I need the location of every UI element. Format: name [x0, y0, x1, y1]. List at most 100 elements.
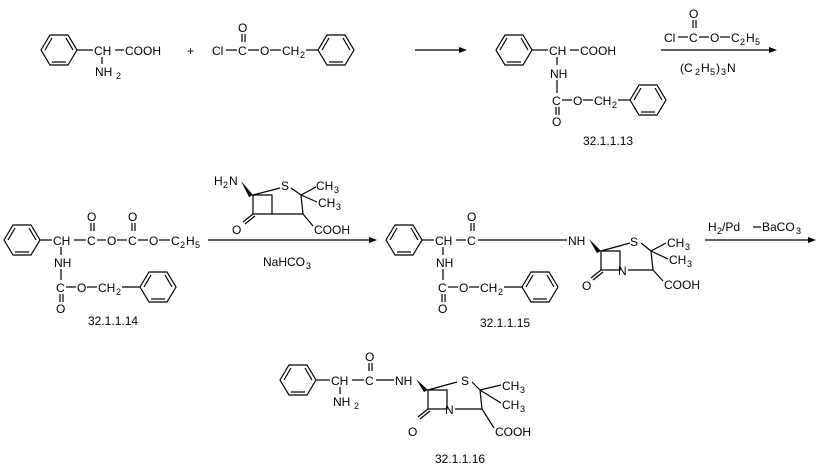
- nh-label: NH: [550, 67, 567, 81]
- ch-label: CH: [94, 44, 111, 58]
- s-label: S: [461, 374, 469, 388]
- reagent-ethyl-chloroformate: Cl C O O C 2 H 5: [664, 7, 760, 47]
- cooh-label: COOH: [664, 278, 700, 292]
- compound-label: 32.1.1.14: [88, 314, 138, 328]
- benzene-ring: [521, 271, 559, 303]
- compound-32-1-1-16: CH C O NH O N S CH 3 CH 3 COOH NH 2 32.1…: [279, 350, 531, 466]
- svg-text:H: H: [214, 174, 223, 188]
- c2h5-subscript: 5: [755, 37, 760, 47]
- n-label: N: [445, 403, 454, 417]
- svg-text:5: 5: [710, 67, 715, 77]
- benzene-ring: [385, 224, 423, 256]
- svg-text:3: 3: [306, 261, 311, 271]
- reagent-hydrogenolysis: H 2 /Pd BaCO 3: [708, 220, 801, 236]
- svg-text:NaHCO: NaHCO: [263, 255, 305, 269]
- svg-text:CH: CH: [316, 179, 333, 193]
- o-label: O: [573, 94, 582, 108]
- svg-text:H: H: [701, 61, 710, 75]
- svg-text:3: 3: [334, 185, 339, 195]
- svg-text:CH: CH: [667, 236, 684, 250]
- ch2-label: CH: [282, 44, 299, 58]
- ch-label: CH: [549, 44, 566, 58]
- plus-sign: +: [187, 44, 194, 58]
- phenylglycine: CH COOH NH 2: [40, 34, 161, 81]
- s-label: S: [281, 179, 289, 193]
- cooh-label: COOH: [125, 44, 161, 58]
- svg-text:H: H: [708, 220, 717, 234]
- o-label: O: [232, 223, 241, 237]
- o-label: O: [438, 302, 447, 316]
- c-label: C: [552, 94, 561, 108]
- svg-text:N: N: [229, 174, 238, 188]
- compound-32-1-1-14: CH C O O C O O C 2 H 5 NH C O O CH 2: [3, 210, 200, 328]
- o-label: O: [467, 210, 476, 224]
- svg-text:CH: CH: [502, 379, 519, 393]
- cooh-label: COOH: [580, 44, 616, 58]
- reagent-6-apa: H 2 N O S CH 3 CH 3 COOH: [214, 174, 350, 237]
- svg-text:3: 3: [721, 67, 726, 77]
- compound-label: 32.1.1.13: [583, 134, 633, 148]
- o-label: O: [238, 21, 247, 35]
- o-label: O: [552, 115, 561, 129]
- ch-label: CH: [53, 234, 70, 248]
- c2h5-subscript: 5: [195, 240, 200, 250]
- svg-text:/Pd: /Pd: [722, 220, 740, 234]
- c-label: C: [238, 44, 247, 58]
- c2h5-label: H: [746, 31, 755, 45]
- c2h5-label: C: [731, 31, 740, 45]
- svg-text:3: 3: [520, 385, 525, 395]
- benzene-ring: [495, 34, 533, 66]
- nh-label: NH: [568, 234, 585, 248]
- o-label: O: [689, 7, 698, 21]
- o-label: O: [408, 425, 417, 439]
- svg-text:2: 2: [695, 67, 700, 77]
- o-label: O: [128, 210, 137, 224]
- nh-label: NH: [395, 374, 412, 388]
- cooh-label: COOH: [314, 223, 350, 237]
- o-label: O: [56, 302, 65, 316]
- benzene-ring: [317, 34, 355, 66]
- ch2-subscript: 2: [116, 287, 121, 297]
- c-label: C: [128, 234, 137, 248]
- c2h5-subscript: 2: [180, 240, 185, 250]
- o-label: O: [260, 44, 269, 58]
- benzyl-chloroformate: Cl C O O CH 2: [212, 21, 355, 66]
- svg-text:BaCO: BaCO: [762, 220, 795, 234]
- svg-text:3: 3: [796, 226, 801, 236]
- svg-text:CH: CH: [669, 253, 686, 267]
- svg-text:2: 2: [717, 226, 722, 236]
- svg-text:3: 3: [336, 202, 341, 212]
- compound-label: 32.1.1.15: [480, 316, 530, 330]
- o-label: O: [149, 234, 158, 248]
- o-label: O: [87, 210, 96, 224]
- svg-text:3: 3: [520, 404, 525, 414]
- c-label: C: [87, 234, 96, 248]
- ch2-label: CH: [480, 281, 497, 295]
- nh2-subscript: 2: [354, 401, 359, 411]
- nh-label: NH: [436, 256, 453, 270]
- ch2-subscript: 2: [498, 287, 503, 297]
- ch2-label: CH: [98, 281, 115, 295]
- o-label: O: [582, 279, 591, 293]
- o-label: O: [77, 281, 86, 295]
- o-label: O: [365, 350, 374, 364]
- benzene-ring: [40, 34, 78, 66]
- cl-label: Cl: [664, 31, 675, 45]
- nh2-label: NH: [95, 65, 112, 79]
- c2h5-label: C: [171, 234, 180, 248]
- o-label: O: [459, 281, 468, 295]
- ch2-subscript: 2: [612, 100, 617, 110]
- cooh-label: COOH: [495, 425, 531, 439]
- benzene-ring: [629, 84, 667, 116]
- svg-text:N: N: [727, 61, 736, 75]
- cl-label: Cl: [212, 44, 223, 58]
- c-label: C: [438, 281, 447, 295]
- svg-text:CH: CH: [502, 398, 519, 412]
- ch-label: CH: [331, 374, 348, 388]
- reagent-triethylamine: (C 2 H 5 ) 3 N: [680, 61, 736, 77]
- compound-label: 32.1.1.16: [435, 452, 485, 466]
- ch2-label: CH: [594, 94, 611, 108]
- benzene-ring: [139, 271, 177, 303]
- c-label: C: [365, 374, 374, 388]
- nh-label: NH: [54, 256, 71, 270]
